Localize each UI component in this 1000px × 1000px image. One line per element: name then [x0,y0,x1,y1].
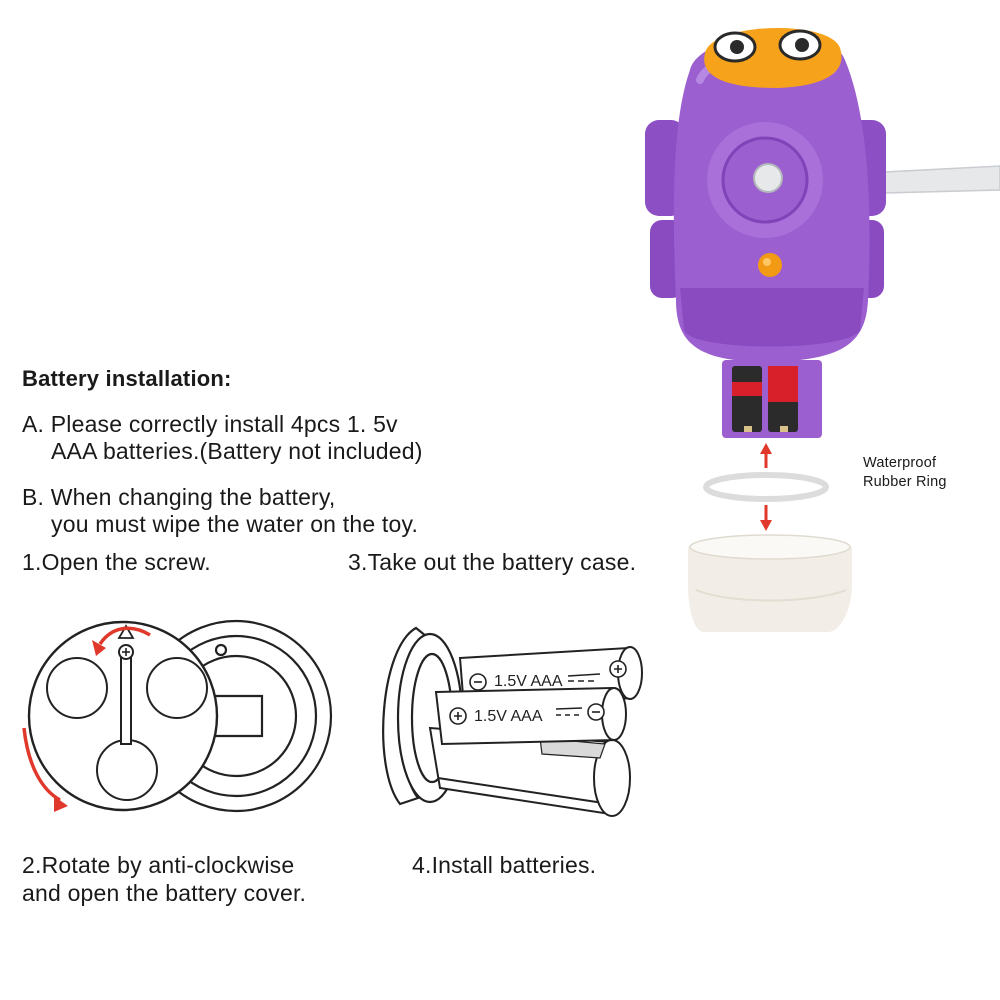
note-a-line2: AAA batteries.(Battery not included) [51,438,423,464]
pointer-arrow-icon [760,443,772,531]
note-a-line1: A. Please correctly install 4pcs 1. 5v [22,411,398,437]
battery-disc [27,620,219,812]
note-b-line2: you must wipe the water on the toy. [51,511,419,537]
battery-compartment [722,360,822,438]
battery-front: 1.5V AAA [434,686,627,746]
toy-face [704,27,842,89]
battery-front-label: 1.5V AAA [474,708,543,725]
rubber-ring [703,472,829,502]
power-button [758,253,782,277]
toy-nozzle [707,122,823,238]
rotate-arrowhead-bottom [54,796,68,812]
section-heading: Battery installation: [22,366,232,391]
step-1-2-diagram [22,619,333,813]
step-3-4-diagram: 1.5V AAA 1.5V AAA [382,626,643,817]
step-4-label: 4.Install batteries. [412,852,597,878]
screw-icon [117,624,135,660]
step-1-label: 1.Open the screw. [22,549,211,575]
step-2-label-line2: and open the battery cover. [22,880,307,906]
battery-back-label: 1.5V AAA [494,673,563,690]
battery-tray [428,726,631,817]
step-2-label-line1: 2.Rotate by anti-clockwise [22,852,295,878]
rotate-arrowhead-top [92,640,106,656]
step-3-label: 3.Take out the battery case. [348,549,637,575]
callout-line2: Rubber Ring [863,474,947,490]
toy-product-illustration [645,27,1000,632]
note-b-line1: B. When changing the battery, [22,484,336,510]
callout-line1: Waterproof [863,455,937,471]
battery-cap [688,534,852,632]
